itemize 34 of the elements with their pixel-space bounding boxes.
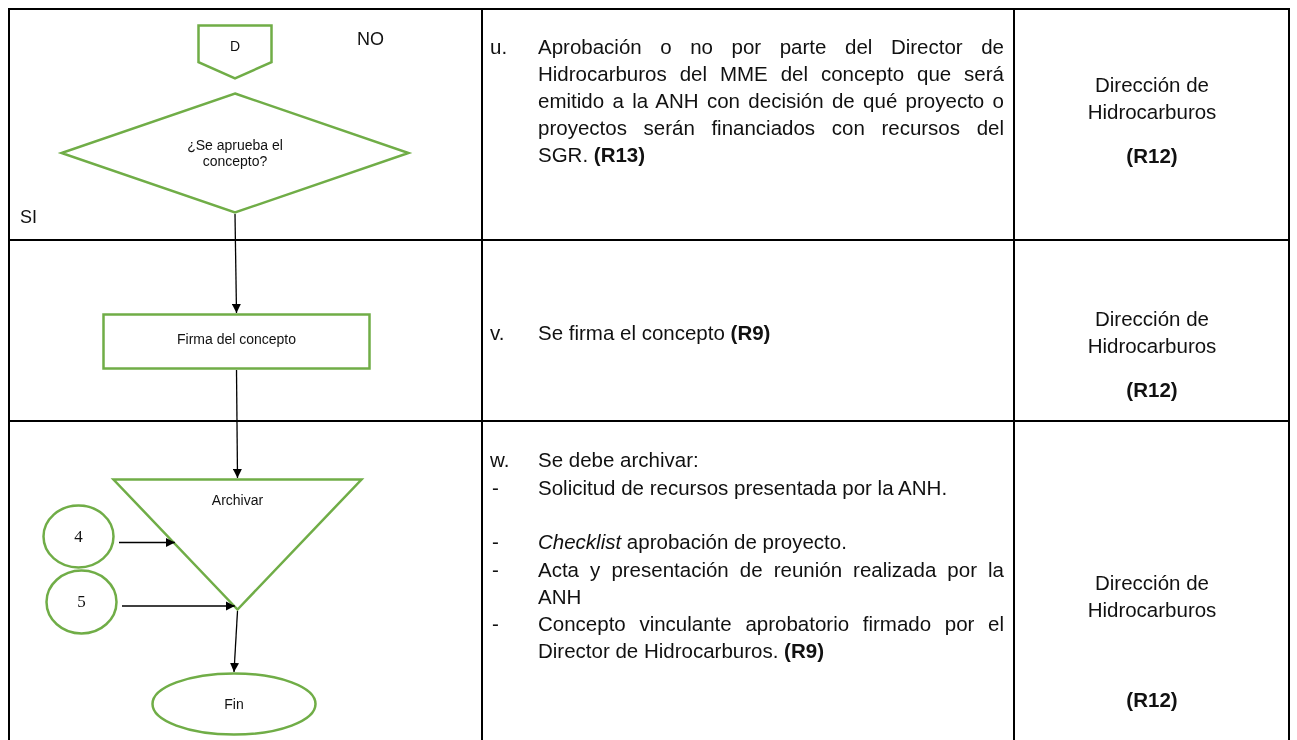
- list-item: Concepto vinculante aprobatorio firmado por el Director de Hidrocarburos. (R9): [538, 611, 1004, 664]
- off-page-connector: D: [197, 24, 273, 80]
- arrow: [231, 213, 241, 314]
- list-marker: v.: [490, 320, 505, 346]
- list-item: Solicitud de recursos presentada por la ANH.: [538, 475, 949, 501]
- arrow: [232, 369, 242, 479]
- list-item: Checklist aprobación de proyecto.: [538, 529, 848, 555]
- list-marker: -: [492, 475, 499, 501]
- branch-label: SI: [20, 206, 37, 229]
- arrow: [121, 601, 236, 611]
- reference-code: (R12): [1125, 143, 1179, 169]
- reference-code: (R12): [1125, 687, 1179, 713]
- list-item: Acta y presentación de reunión realizada por la ANH: [538, 557, 1004, 610]
- arrow: [230, 610, 240, 673]
- responsible-text: Dirección de Hidrocarburos: [1086, 306, 1218, 359]
- reference-code: (R12): [1125, 377, 1179, 403]
- list-marker: u.: [490, 34, 508, 60]
- responsible-text: Dirección de Hidrocarburos: [1086, 72, 1218, 125]
- branch-label: NO: [357, 28, 384, 51]
- step-description: Aprobación o no por parte del Director de Hidrocarburos del MME del concepto que será emitido a la ANH con decisión de qué proyecto o proyectos serán financiados con recursos del SGR. (R13): [538, 34, 1004, 168]
- responsible-text: Dirección de Hidrocarburos: [1086, 570, 1218, 623]
- connector-circle: 5: [45, 569, 118, 635]
- list-marker: -: [492, 557, 499, 583]
- archive-triangle: Archivar: [112, 478, 363, 611]
- step-description: Se debe archivar:: [538, 447, 700, 473]
- list-marker: -: [492, 611, 499, 637]
- terminator-ellipse: Fin: [151, 672, 317, 736]
- connector-circle: 4: [42, 504, 115, 569]
- decision-diamond: ¿Se aprueba el concepto?: [60, 92, 410, 214]
- arrow: [118, 537, 176, 548]
- process-box: Firma del concepto: [102, 313, 371, 370]
- list-marker: w.: [490, 447, 510, 473]
- step-description: Se firma el concepto (R9): [538, 320, 772, 346]
- list-marker: -: [492, 529, 499, 555]
